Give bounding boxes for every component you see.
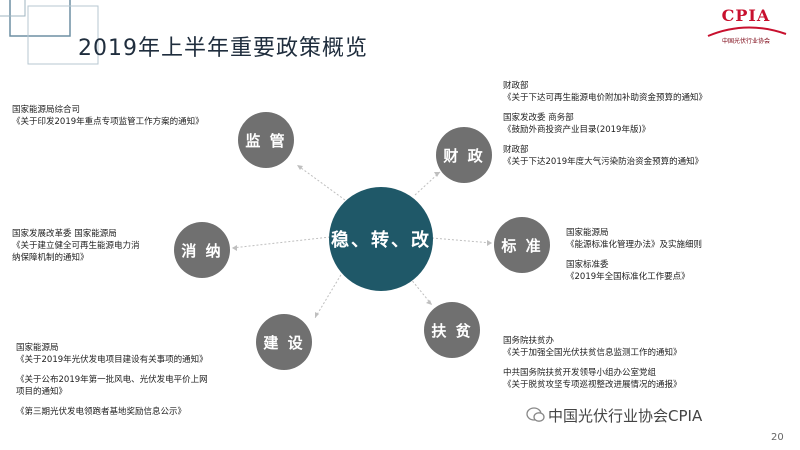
connector-xiaona (231, 236, 331, 249)
node-jianguan-label: 监 管 (245, 131, 287, 150)
arrowhead-jianshe (315, 312, 319, 318)
cpia-logo: CPIA 中国光伏行业协会 (700, 6, 792, 48)
policies-caizheng: 财政部 《关于下达可再生能源电价附加补助资金预算的通知》 国家发改委 商务部 《… (503, 80, 707, 168)
logo-subtitle: 中国光伏行业协会 (721, 38, 770, 45)
center-label: 稳、转、改 (331, 230, 431, 251)
node-caizheng: 财 政 (436, 127, 492, 183)
node-jianguan: 监 管 (238, 112, 294, 168)
node-caizheng-label: 财 政 (443, 146, 485, 165)
policy-org: 国家能源局综合司 (12, 105, 81, 115)
decorative-squares (0, 0, 99, 65)
policy-org: 国家标准委 (566, 260, 609, 270)
policy-doc: 《鼓励外商投资产业目录(2019年版)》 (503, 125, 651, 135)
node-jianshe: 建 设 (256, 314, 312, 370)
policy-doc: 《关于建立健全可再生能源电力消 (12, 241, 140, 251)
policy-doc: 《关于公布2019年第一批风电、光伏发电平价上网 (16, 375, 208, 385)
arrowhead-xiaona (232, 245, 237, 251)
arrowhead-fupin (426, 300, 432, 305)
policies-jianshe: 国家能源局 《关于2019年光伏发电项目建设有关事项的通知》 《关于公布2019… (16, 342, 208, 418)
policy-doc: 《关于加强全国光伏扶贫信息监测工作的通知》 (503, 348, 682, 358)
policy-org: 中共国务院扶贫开发领导小组办公室党组 (503, 368, 657, 378)
connector-caizheng (414, 171, 441, 196)
node-fupin-label: 扶 贫 (431, 321, 473, 340)
arrowhead-caizheng (434, 172, 440, 177)
policy-doc: 《关于2019年光伏发电项目建设有关事项的通知》 (16, 355, 208, 365)
wechat-icon (526, 407, 545, 422)
node-xiaona-label: 消 纳 (181, 241, 223, 260)
node-jianshe-label: 建 设 (263, 333, 305, 352)
connector-fupin (409, 277, 433, 306)
policies-xiaona: 国家发展改革委 国家能源局 《关于建立健全可再生能源电力消 纳保障机制的通知》 (12, 228, 140, 264)
page-number: 20 (771, 432, 784, 443)
policies-biaozhun: 国家能源局 《能源标准化管理办法》及实施细则 国家标准委 《2019年全国标准化… (566, 227, 702, 283)
logo-arc-icon (707, 26, 787, 37)
connector-jianguan (296, 164, 346, 201)
node-fupin: 扶 贫 (424, 302, 480, 358)
node-xiaona: 消 纳 (174, 222, 230, 278)
policy-doc: 《关于脱贫攻坚专项巡视整改进展情况的通报》 (503, 380, 682, 390)
node-biaozhun: 标 准 (494, 217, 550, 273)
node-biaozhun-label: 标 准 (501, 236, 543, 255)
logo-text: CPIA (721, 6, 771, 25)
footer-source: 中国光伏行业协会CPIA (548, 407, 703, 425)
policy-doc: 纳保障机制的通知》 (12, 253, 89, 263)
policy-org: 国家发改委 商务部 (503, 113, 574, 123)
policy-doc: 《关于印发2019年重点专项监管工作方案的通知》 (12, 117, 204, 127)
policy-doc: 《能源标准化管理办法》及实施细则 (566, 240, 703, 250)
policy-org: 财政部 (503, 145, 529, 155)
page-title: 2019年上半年重要政策概览 (78, 36, 368, 61)
policy-org: 国务院扶贫办 (503, 336, 555, 346)
policy-org: 国家能源局 (16, 343, 59, 353)
policy-org: 财政部 (503, 81, 529, 91)
policy-doc: 《关于下达可再生能源电价附加补助资金预算的通知》 (503, 93, 708, 103)
policy-doc: 项目的通知》 (16, 387, 68, 397)
policies-fupin: 国务院扶贫办 《关于加强全国光伏扶贫信息监测工作的通知》 中共国务院扶贫开发领导… (503, 335, 682, 391)
center-node: 稳、转、改 (329, 187, 433, 291)
policy-doc: 《第三期光伏发电领跑者基地奖励信息公示》 (16, 407, 187, 417)
policies-jianguan: 国家能源局综合司 《关于印发2019年重点专项监管工作方案的通知》 (12, 104, 204, 128)
policy-doc: 《2019年全国标准化工作要点》 (566, 272, 690, 282)
connector-jianshe (314, 267, 346, 319)
arrowhead-biaozhun (487, 240, 492, 246)
policy-doc: 《关于下达2019年度大气污染防治资金预算的通知》 (503, 157, 704, 167)
policy-org: 国家发展改革委 国家能源局 (12, 229, 117, 239)
connector-biaozhun (431, 237, 493, 244)
policy-org: 国家能源局 (566, 228, 609, 238)
arrowhead-jianguan (297, 165, 303, 170)
